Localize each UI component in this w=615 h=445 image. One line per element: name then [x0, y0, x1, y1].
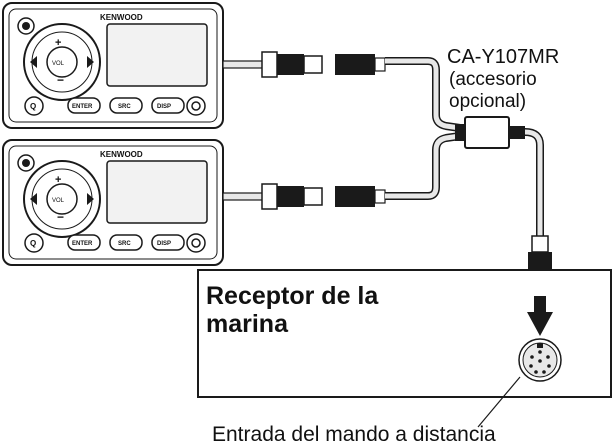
receiver-label-line1: Receptor de la: [206, 282, 379, 310]
search-button: [24, 233, 44, 253]
remote-input-socket: [518, 338, 562, 382]
display-button: [151, 97, 185, 114]
adapter-note-line2: opcional): [449, 91, 526, 112]
search-button: [24, 96, 44, 116]
output-plug: [531, 235, 549, 253]
svg-text:SRC: SRC: [118, 241, 131, 247]
socket-connector: [335, 54, 375, 75]
svg-text:Q: Q: [30, 102, 36, 111]
connection-arrow-icon: [527, 312, 553, 336]
enter-button: [67, 234, 101, 251]
svg-text:ENTER: ENTER: [72, 241, 93, 247]
plug-connector: [261, 51, 278, 78]
plus-icon: +: [55, 37, 61, 49]
left-arrow-icon: [30, 56, 37, 68]
vol-label: VOL: [52, 61, 65, 67]
remote-control-unit-2: KENWOOD + − VOL Q ENTER SRC DISP: [2, 139, 224, 266]
cable-unit-1: [222, 51, 461, 132]
svg-text:Q: Q: [30, 239, 36, 248]
brand-label: KENWOOD: [100, 150, 143, 159]
plug-connector-body: [277, 186, 304, 207]
left-arrow-icon: [30, 193, 37, 205]
receiver-label-line2: marina: [206, 310, 289, 338]
socket-connector: [335, 186, 375, 207]
source-button: [109, 234, 143, 251]
remote-input-label: Entrada del mando a distancia: [212, 423, 496, 445]
svg-text:ENTER: ENTER: [72, 104, 93, 110]
adapter-note-line1: (accesorio: [449, 69, 537, 90]
display-screen: [106, 160, 208, 224]
power-icon: [186, 233, 206, 253]
display-screen: [106, 23, 208, 87]
plug-connector: [261, 183, 278, 210]
adapter-model-label: CA-Y107MR: [447, 46, 559, 68]
adapter-body: [464, 116, 510, 149]
vol-label: VOL: [52, 198, 65, 204]
power-icon: [186, 96, 206, 116]
remote-control-unit-1: KENWOOD + − VOL Q ENTER SRC DISP: [2, 2, 224, 129]
svg-text:DISP: DISP: [157, 104, 171, 110]
right-arrow-icon: [87, 56, 94, 68]
svg-text:SRC: SRC: [118, 104, 131, 110]
plug-tip: [303, 55, 323, 74]
enter-button: [67, 97, 101, 114]
leader-line: [477, 376, 521, 428]
minus-icon: −: [57, 210, 64, 224]
right-arrow-icon: [87, 193, 94, 205]
minus-icon: −: [57, 73, 64, 87]
source-button: [109, 97, 143, 114]
plug-tip: [303, 187, 323, 206]
display-button: [151, 234, 185, 251]
plug-connector-body: [277, 54, 304, 75]
plus-icon: +: [55, 174, 61, 186]
brand-label: KENWOOD: [100, 13, 143, 22]
svg-text:DISP: DISP: [157, 241, 171, 247]
cable-unit-2: [222, 132, 461, 210]
